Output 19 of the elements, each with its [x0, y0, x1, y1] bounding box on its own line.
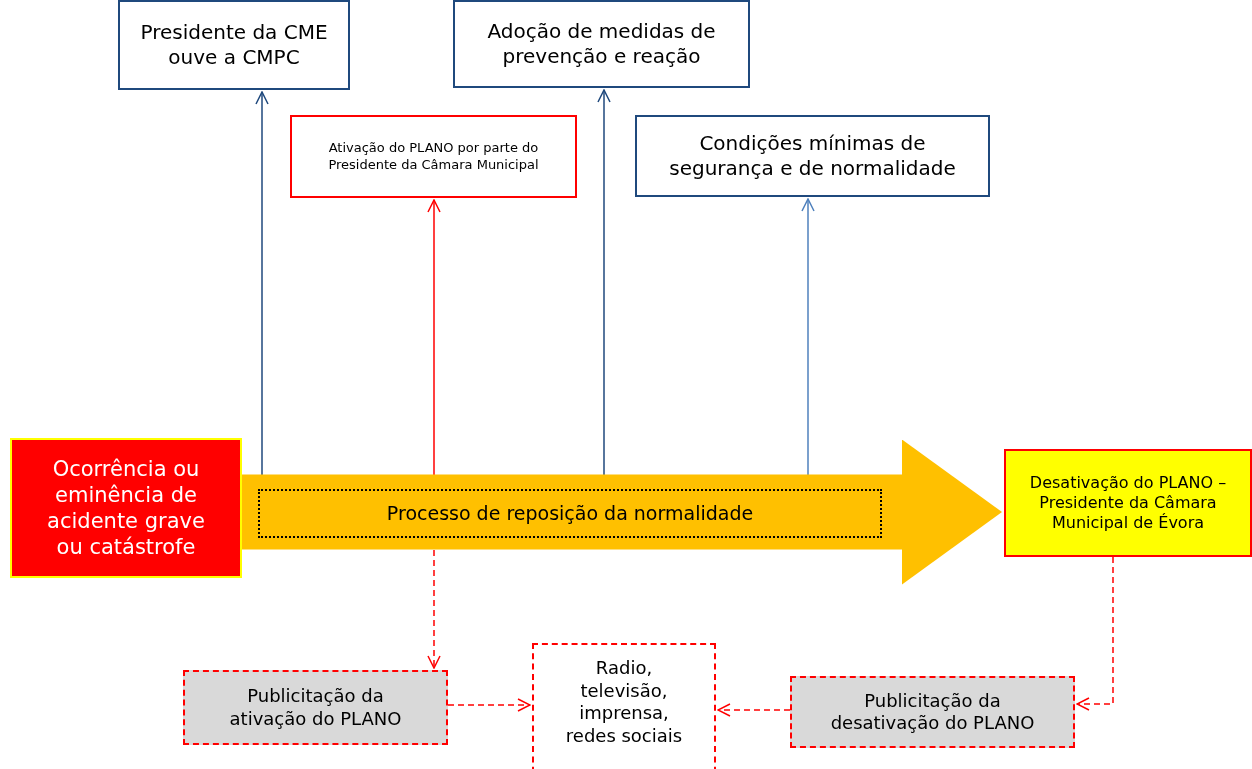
- block-arrow: [242, 439, 1002, 585]
- event-box: Ocorrência ou eminência de acidente grave ou catástrofe: [10, 438, 242, 578]
- arrow: [427, 549, 441, 669]
- edge-label: Processo de reposição da normalidade: [258, 489, 882, 538]
- arrow: [597, 89, 611, 476]
- arrow: [801, 198, 815, 476]
- process-box: Ativação do PLANO por parte do Presidente da Câmara Municipal: [290, 115, 577, 198]
- arrow: [255, 91, 269, 476]
- arrow: [447, 698, 531, 712]
- media-box: Radio, televisão, imprensa, redes sociais: [532, 643, 716, 769]
- process-box: Publicitação da ativação do PLANO: [183, 670, 448, 745]
- end-box: Desativação do PLANO – Presidente da Câmara Municipal de Évora: [1004, 449, 1252, 557]
- process-box: Condições mínimas de segurança e de normalidade: [635, 115, 990, 197]
- process-box: Publicitação da desativação do PLANO: [790, 676, 1075, 748]
- process-box: Adoção de medidas de prevenção e reação: [453, 0, 750, 88]
- arrow: [717, 703, 791, 717]
- process-box: Presidente da CME ouve a CMPC: [118, 0, 350, 90]
- arrow: [427, 199, 441, 476]
- arrow: [1076, 556, 1114, 711]
